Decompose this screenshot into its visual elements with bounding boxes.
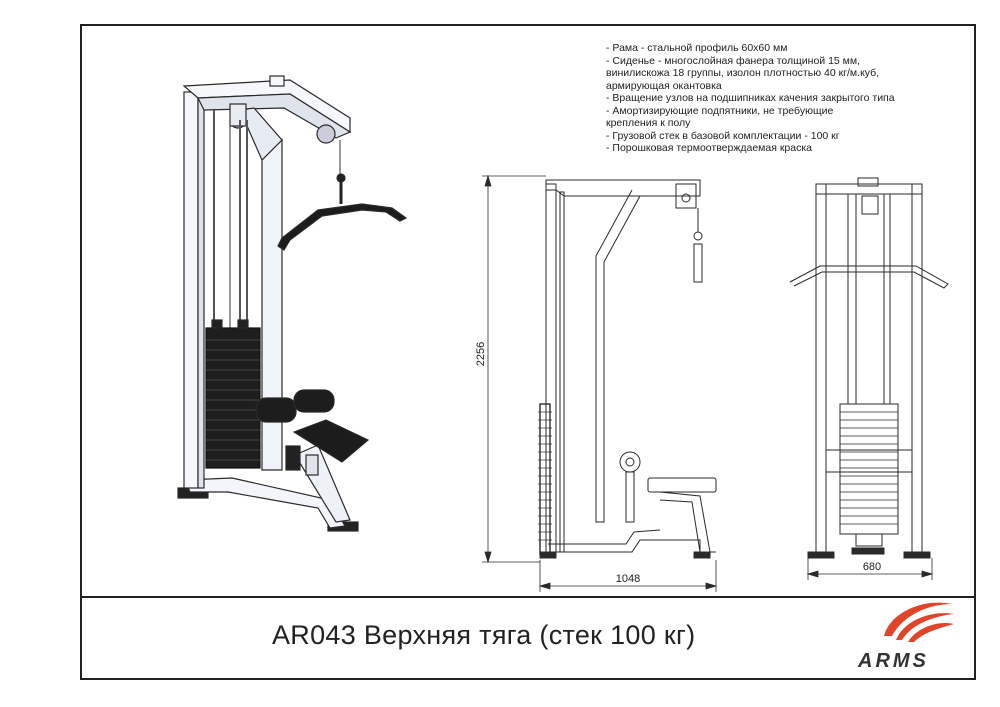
title-block-divider (80, 596, 976, 598)
dimension-lines (482, 174, 934, 592)
spec-item: - Рама - стальной профиль 60х60 мм (606, 42, 788, 54)
dimension-height: 2256 (475, 342, 487, 366)
side-view-drawing (538, 179, 717, 559)
specifications-list: - Рама - стальной профиль 60х60 мм - Сид… (606, 42, 966, 155)
spec-item: - Порошковая термоотверждаемая краска (606, 142, 813, 154)
spec-item: - Сиденье - многослойная фанера толщиной… (606, 54, 880, 92)
dimension-length: 1048 (616, 573, 640, 585)
drawing-sheet-border (80, 24, 976, 680)
spec-item: - Грузовой стек в базовой комплектации -… (606, 129, 840, 142)
dimension-width: 680 (863, 561, 881, 573)
spec-item: - Амортизирующие подпятники, не требующи… (606, 104, 834, 130)
product-title: AR043 Верхняя тяга (стек 100 кг) (272, 620, 696, 650)
brand-logo-text: ARMS (858, 650, 929, 672)
front-view-drawing (789, 177, 949, 559)
arms-logo-icon (884, 602, 954, 642)
machine-3d-render (177, 75, 408, 532)
spec-item: - Вращение узлов на подшипниках качения … (606, 92, 895, 104)
